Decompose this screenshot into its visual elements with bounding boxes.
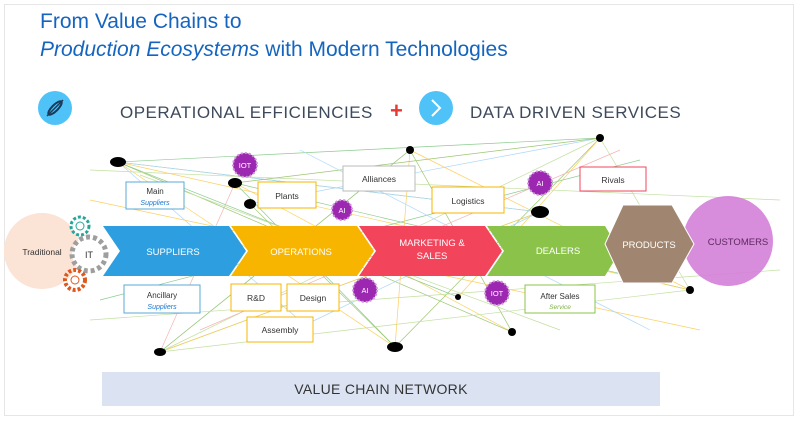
- products-label: PRODUCTS: [622, 240, 675, 251]
- suppliers-arrow: [103, 226, 246, 276]
- plants-label: Plants: [275, 191, 299, 201]
- ancillary-label: Ancillary: [147, 291, 177, 300]
- design-box: Design: [286, 283, 340, 312]
- marketing-label-line-1: MARKETING &: [399, 238, 465, 249]
- network-node: [531, 206, 549, 218]
- ai-label: AI: [536, 179, 543, 188]
- rivals-box: Rivals: [579, 166, 647, 192]
- assembly-label: Assembly: [262, 325, 300, 335]
- title-italic-part: Production Ecosystems: [40, 38, 260, 61]
- ai-badge: AI: [331, 199, 353, 221]
- marketing-label-line-2: SALES: [417, 251, 448, 262]
- slide-frame: [4, 4, 794, 416]
- ai-badge: AI: [352, 277, 378, 303]
- satellite-icon: [38, 91, 72, 125]
- dealers-label: DEALERS: [536, 246, 580, 257]
- rd-box: R&D: [230, 283, 282, 312]
- customers-circle: [683, 196, 773, 286]
- ai-label: AI: [361, 286, 368, 295]
- iot-badge: IOT: [232, 152, 258, 178]
- rd-label: R&D: [247, 293, 265, 303]
- iot-label: IOT: [239, 161, 252, 170]
- data-driven-services-heading: DATA DRIVEN SERVICES: [470, 103, 682, 122]
- operations-label: OPERATIONS: [270, 247, 332, 258]
- ancillary-sub-label: Suppliers: [147, 304, 177, 311]
- value-chain-network-bar: VALUE CHAIN NETWORK: [102, 372, 660, 406]
- chevron-right-icon: [419, 91, 453, 125]
- network-node: [686, 286, 694, 294]
- ai-label: AI: [338, 206, 345, 215]
- main-suppliers-box: Main Suppliers: [125, 181, 185, 210]
- dealers-arrow: [487, 226, 620, 276]
- marketing-arrow: [359, 226, 502, 276]
- gear-icon: [69, 234, 109, 274]
- alliances-box: Alliances: [342, 165, 416, 192]
- alliances-label: Alliances: [362, 174, 396, 184]
- gear-icon: [69, 215, 91, 237]
- products-hexagon: [604, 204, 695, 284]
- ancillary-suppliers-box: Ancillary Suppliers: [123, 284, 201, 314]
- iot-label: IOT: [491, 289, 504, 298]
- main-label: Main: [146, 187, 163, 196]
- title-rest-part: with Modern Technologies: [259, 38, 508, 61]
- after-sales-box: After Sales Service: [524, 284, 596, 314]
- it-label: IT: [85, 250, 94, 260]
- network-node: [110, 157, 126, 167]
- ai-badge: AI: [527, 170, 553, 196]
- logistics-label: Logistics: [451, 196, 484, 206]
- network-node: [228, 178, 242, 188]
- network-node: [387, 342, 403, 352]
- iot-badge: IOT: [484, 280, 510, 306]
- title-line-2: Production Ecosystems with Modern Techno…: [40, 38, 508, 62]
- network-nodes: [110, 134, 694, 356]
- customers-label: CUSTOMERS: [708, 237, 769, 248]
- main-sub-label: Suppliers: [140, 200, 170, 207]
- title-line-1: From Value Chains to: [40, 10, 242, 33]
- network-node: [508, 328, 516, 336]
- after-sales-sub-label: Service: [549, 304, 571, 311]
- plants-box: Plants: [257, 181, 317, 209]
- network-node: [154, 348, 166, 356]
- network-node: [244, 199, 256, 209]
- network-node: [596, 134, 604, 142]
- traditional-circle: [4, 213, 80, 289]
- after-sales-label: After Sales: [540, 292, 579, 301]
- suppliers-label: SUPPLIERS: [146, 247, 199, 258]
- plus-sign: +: [390, 98, 403, 123]
- gear-icon: [63, 268, 87, 292]
- design-label: Design: [300, 293, 327, 303]
- network-node: [455, 294, 461, 300]
- rivals-label: Rivals: [601, 175, 624, 185]
- logistics-box: Logistics: [431, 186, 505, 214]
- value-chain-network-label: VALUE CHAIN NETWORK: [294, 381, 468, 397]
- operational-efficiencies-heading: OPERATIONAL EFFICIENCIES: [120, 103, 373, 122]
- traditional-label: Traditional: [22, 247, 61, 257]
- assembly-box: Assembly: [246, 316, 314, 343]
- operations-arrow: [231, 226, 374, 276]
- network-node: [406, 146, 414, 154]
